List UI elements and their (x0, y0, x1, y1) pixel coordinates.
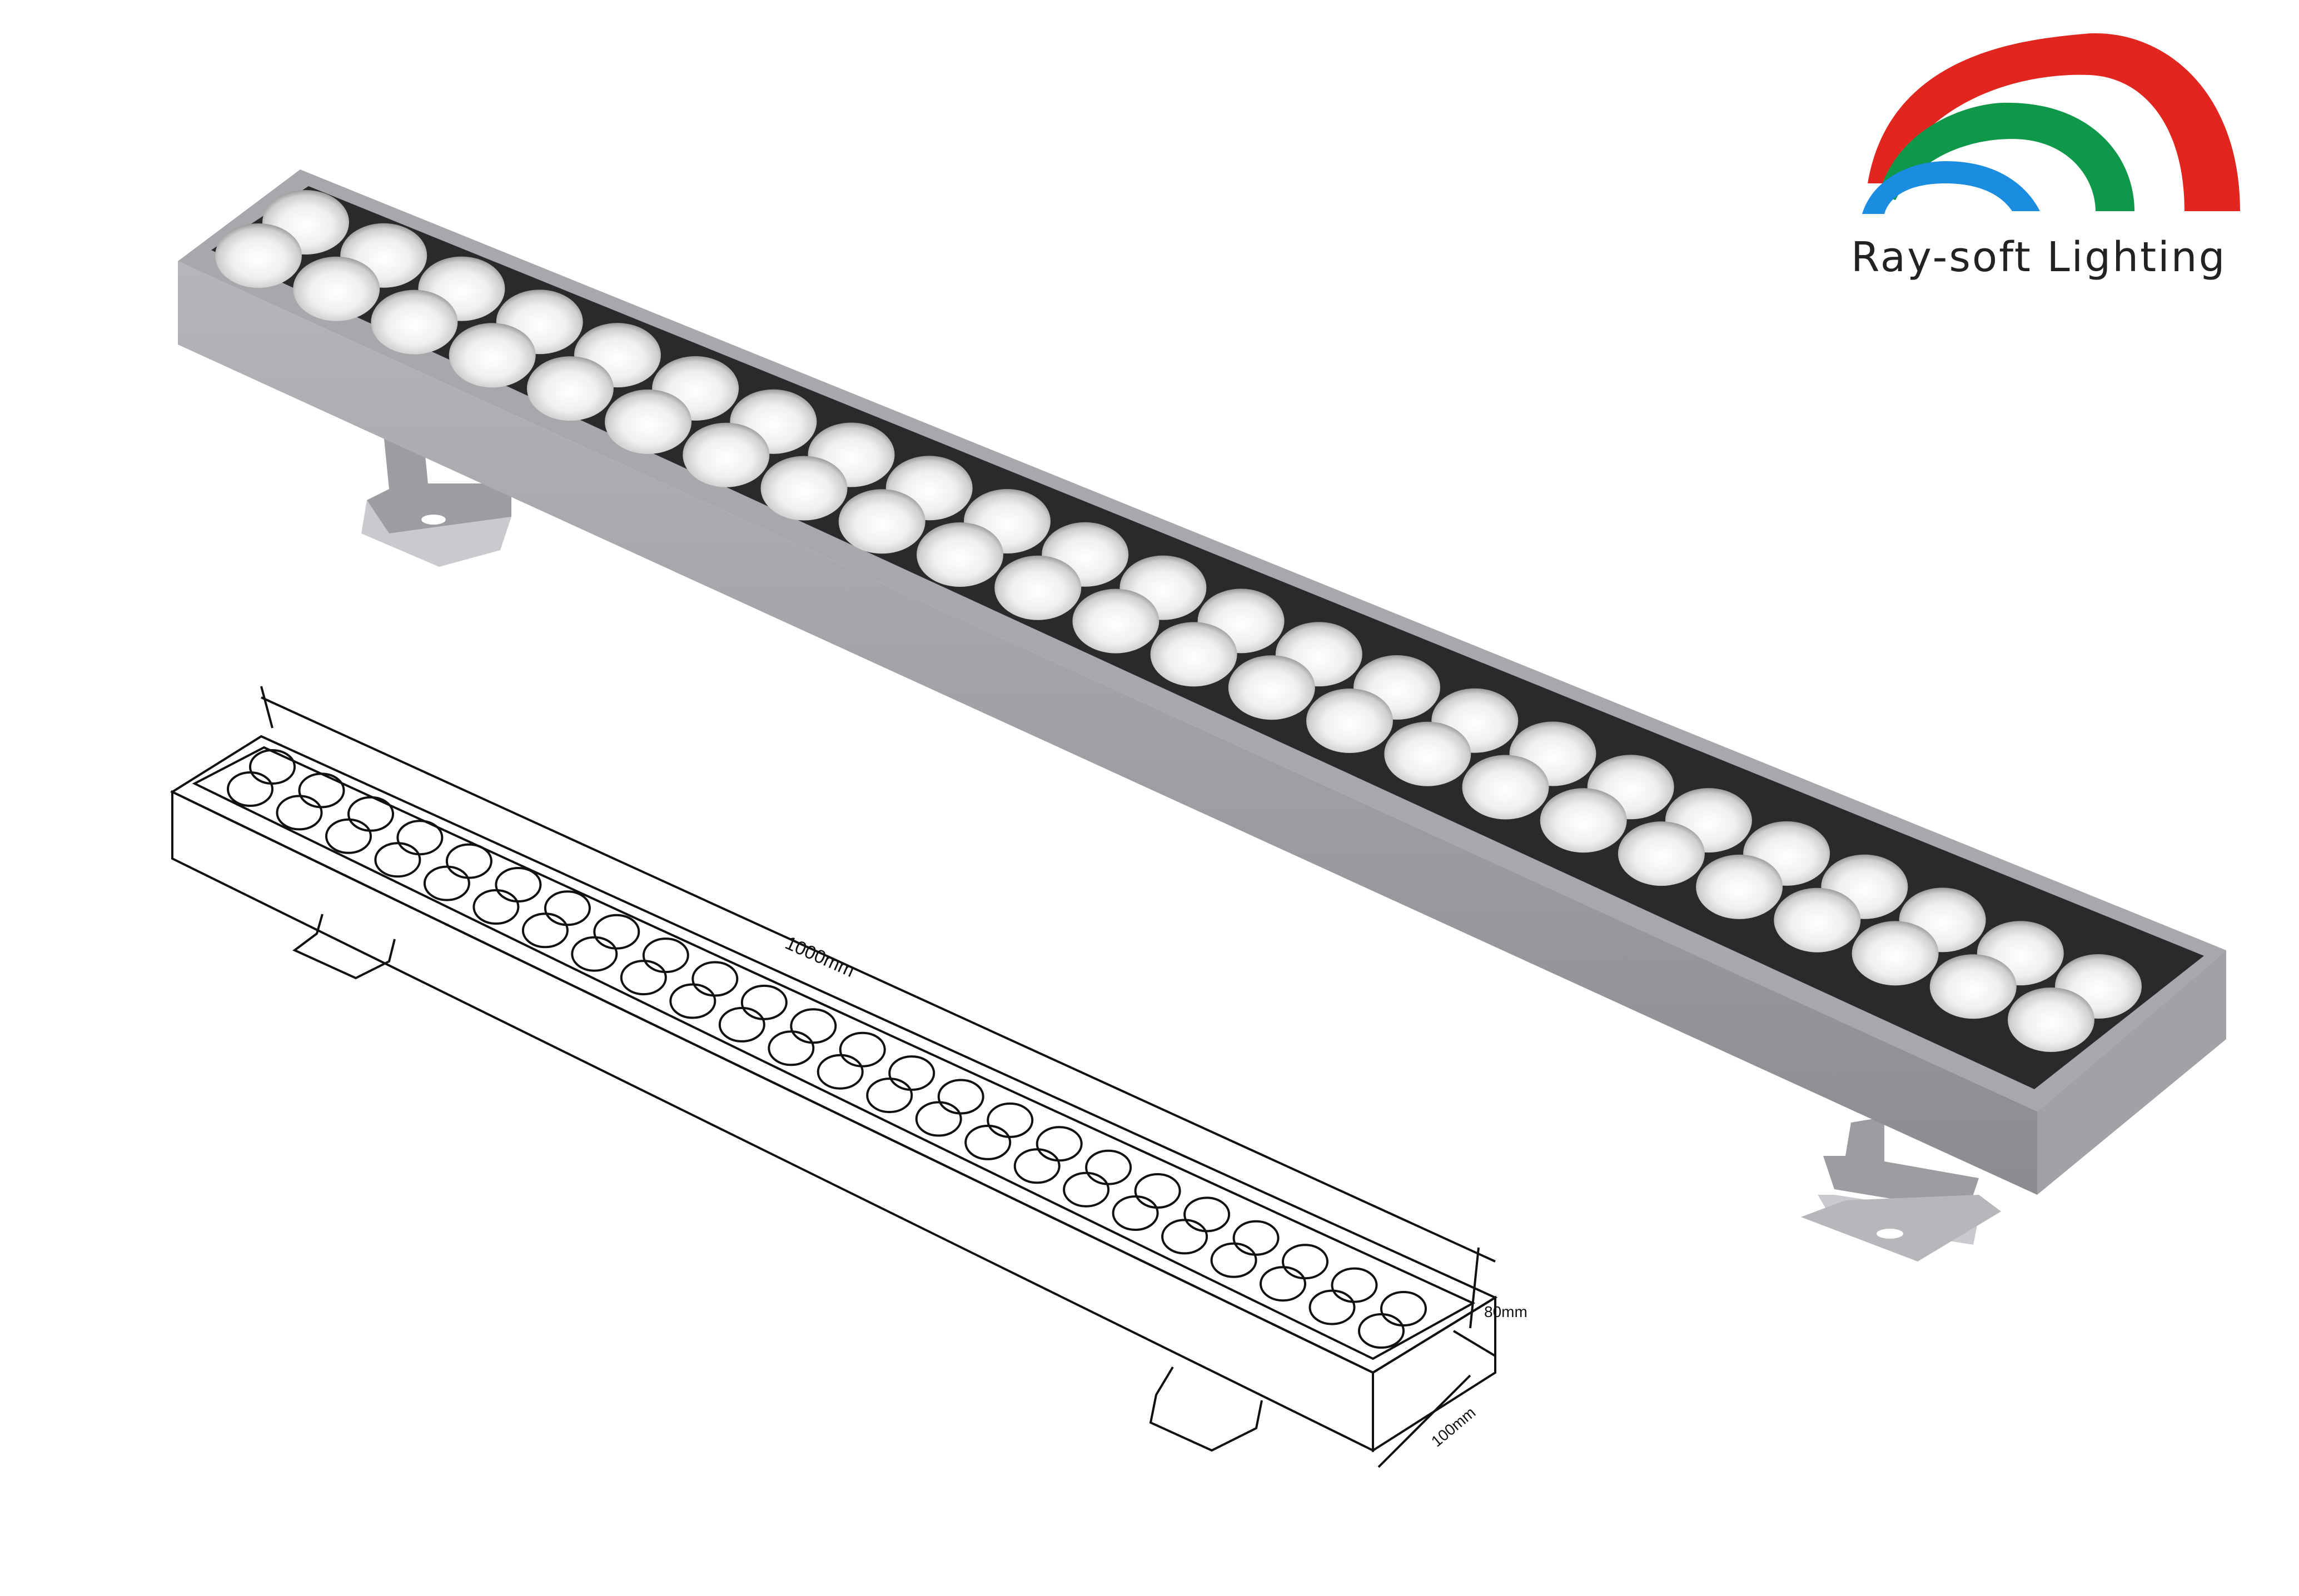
bar-front-side (178, 261, 2037, 1195)
led-lens (917, 522, 1003, 587)
led-lens (740, 984, 788, 1020)
led-lens (1063, 1171, 1110, 1208)
lens-array (215, 190, 2142, 1052)
led-lens (396, 820, 444, 856)
length-dimension-label: 1000mm (782, 932, 858, 982)
led-lens (915, 1101, 962, 1137)
led-lens (472, 889, 520, 925)
dimension-tick-length-start (260, 686, 273, 729)
led-lens (449, 323, 536, 388)
logo-green-arc (1879, 102, 2134, 211)
led-lens (423, 865, 470, 901)
led-lens (1072, 588, 1160, 654)
led-lens (371, 290, 458, 355)
drawing-end-cap (1372, 1295, 1496, 1453)
led-lens (669, 983, 716, 1019)
led-lens (1282, 1244, 1328, 1280)
led-lens (1183, 1196, 1231, 1233)
dimension-line-height (1469, 1247, 1480, 1329)
led-lens (571, 936, 618, 972)
bar-end-cap (2037, 950, 2226, 1195)
led-lens (1540, 788, 1627, 853)
led-lens (1013, 1148, 1061, 1184)
led-lens (838, 489, 925, 554)
led-lens (347, 796, 394, 832)
led-lens (888, 1055, 935, 1091)
led-lens (374, 842, 421, 878)
led-lens (964, 1124, 1012, 1160)
led-lens (605, 389, 692, 454)
led-lens (994, 555, 1082, 620)
led-lens (1134, 1173, 1181, 1209)
led-lens (768, 1030, 815, 1066)
led-lens (215, 223, 302, 288)
led-lens (1384, 721, 1471, 786)
led-lens (1112, 1195, 1159, 1231)
led-lens (593, 914, 640, 950)
led-lens (1306, 689, 1393, 753)
led-lens (1210, 1242, 1257, 1278)
brand-name: Ray-soft Lighting (1851, 233, 2227, 281)
led-lens (293, 256, 380, 321)
led-lens (325, 818, 372, 854)
led-lens (1161, 1219, 1208, 1255)
led-lens (937, 1079, 984, 1115)
drawing-bracket-left (292, 914, 396, 980)
led-lens (987, 1102, 1034, 1138)
led-lens (544, 890, 591, 926)
drawing-lens-array (227, 749, 1427, 1349)
led-lens (1308, 1289, 1356, 1325)
led-lens (1929, 954, 2017, 1019)
led-lens (1036, 1126, 1083, 1162)
mounting-bracket-right (1801, 1117, 2001, 1261)
led-lens (1331, 1267, 1378, 1303)
led-lens (298, 772, 345, 809)
led-lens (1696, 854, 1783, 919)
dimension-line-length (261, 696, 1496, 1263)
mounting-bracket-left (361, 428, 511, 567)
led-lens (495, 867, 542, 902)
led-wall-washer-photo (178, 169, 2226, 1195)
technical-drawing (170, 686, 1498, 1468)
led-lens (718, 1006, 765, 1043)
led-lens (249, 749, 296, 785)
led-lens (790, 1008, 837, 1044)
led-lens (1618, 821, 1705, 886)
drawing-front-side (171, 790, 1374, 1453)
brand-logo (1862, 33, 2240, 214)
led-lens (642, 937, 689, 974)
drawing-bracket-right (1149, 1366, 1263, 1452)
led-lens (1852, 921, 1939, 986)
led-lens (866, 1078, 913, 1114)
led-lens (839, 1031, 886, 1068)
led-lens (1380, 1291, 1427, 1326)
led-lens (1358, 1313, 1405, 1349)
led-lens (2008, 987, 2094, 1052)
height-dimension-label: 80mm (1484, 1303, 1527, 1320)
led-lens (276, 795, 323, 831)
logo-blue-arc (1862, 161, 2040, 214)
dimension-tick-height-bottom (1452, 1330, 1496, 1357)
led-lens (1085, 1149, 1132, 1185)
led-lens (1228, 655, 1315, 720)
led-lens (521, 912, 569, 949)
led-lens (620, 960, 667, 996)
led-lens (817, 1054, 864, 1090)
led-lens (445, 843, 492, 879)
logo-red-arc (1868, 33, 2240, 211)
led-lens (526, 356, 614, 421)
led-lens (1260, 1266, 1306, 1302)
led-lens (1774, 887, 1861, 952)
led-lens (691, 961, 739, 997)
led-lens (1232, 1220, 1280, 1256)
dimension-line-width (1377, 1374, 1471, 1468)
led-lens (1150, 622, 1237, 687)
led-lens (760, 456, 848, 521)
led-lens (227, 771, 273, 807)
led-lens (683, 422, 770, 487)
led-lens (1462, 755, 1549, 820)
